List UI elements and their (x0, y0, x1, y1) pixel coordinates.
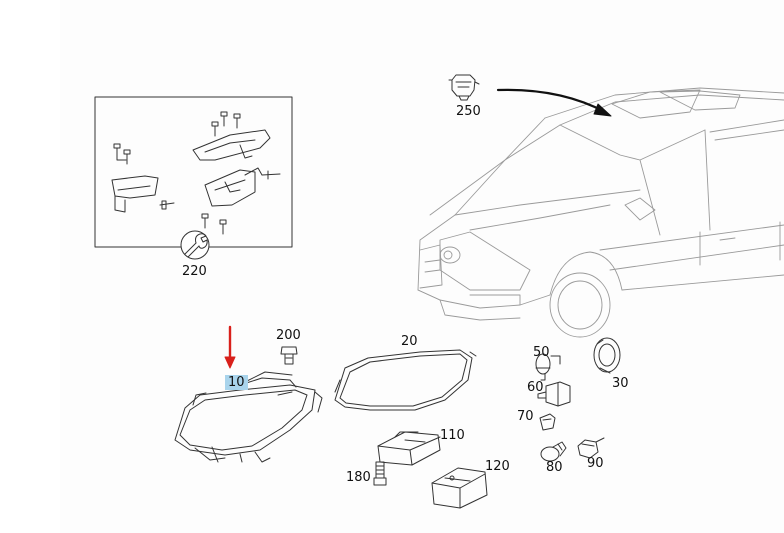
bulb-part-80 (540, 441, 567, 462)
socket-part-90 (577, 437, 605, 459)
screw-part-200 (280, 346, 298, 365)
bulb-part-60 (537, 381, 571, 407)
label-110: 110 (440, 428, 465, 443)
module-part-120 (431, 467, 488, 509)
label-60: 60 (527, 380, 544, 395)
bulb-part-50 (535, 353, 561, 381)
part-250-drawing (448, 74, 480, 101)
label-30: 30 (612, 376, 629, 391)
label-70: 70 (517, 409, 534, 424)
kit-parts (111, 111, 281, 235)
bolt-part-180 (373, 461, 387, 486)
bulb-part-70 (539, 413, 556, 431)
cap-part-30 (593, 337, 621, 374)
label-90: 90 (587, 456, 604, 471)
label-10: 10 (225, 375, 248, 390)
leader-arrow-icon (496, 88, 612, 117)
label-250: 250 (456, 104, 481, 119)
wrench-icon (180, 230, 210, 260)
label-120: 120 (485, 459, 510, 474)
label-200: 200 (276, 328, 301, 343)
label-80: 80 (546, 460, 563, 475)
headlamp-part-10 (174, 371, 323, 463)
label-220: 220 (182, 264, 207, 279)
label-50: 50 (533, 345, 550, 360)
label-180: 180 (346, 470, 371, 485)
vehicle-outline (417, 87, 784, 338)
lens-part-20 (334, 349, 477, 411)
red-arrow-icon (224, 325, 236, 369)
label-20: 20 (401, 334, 418, 349)
